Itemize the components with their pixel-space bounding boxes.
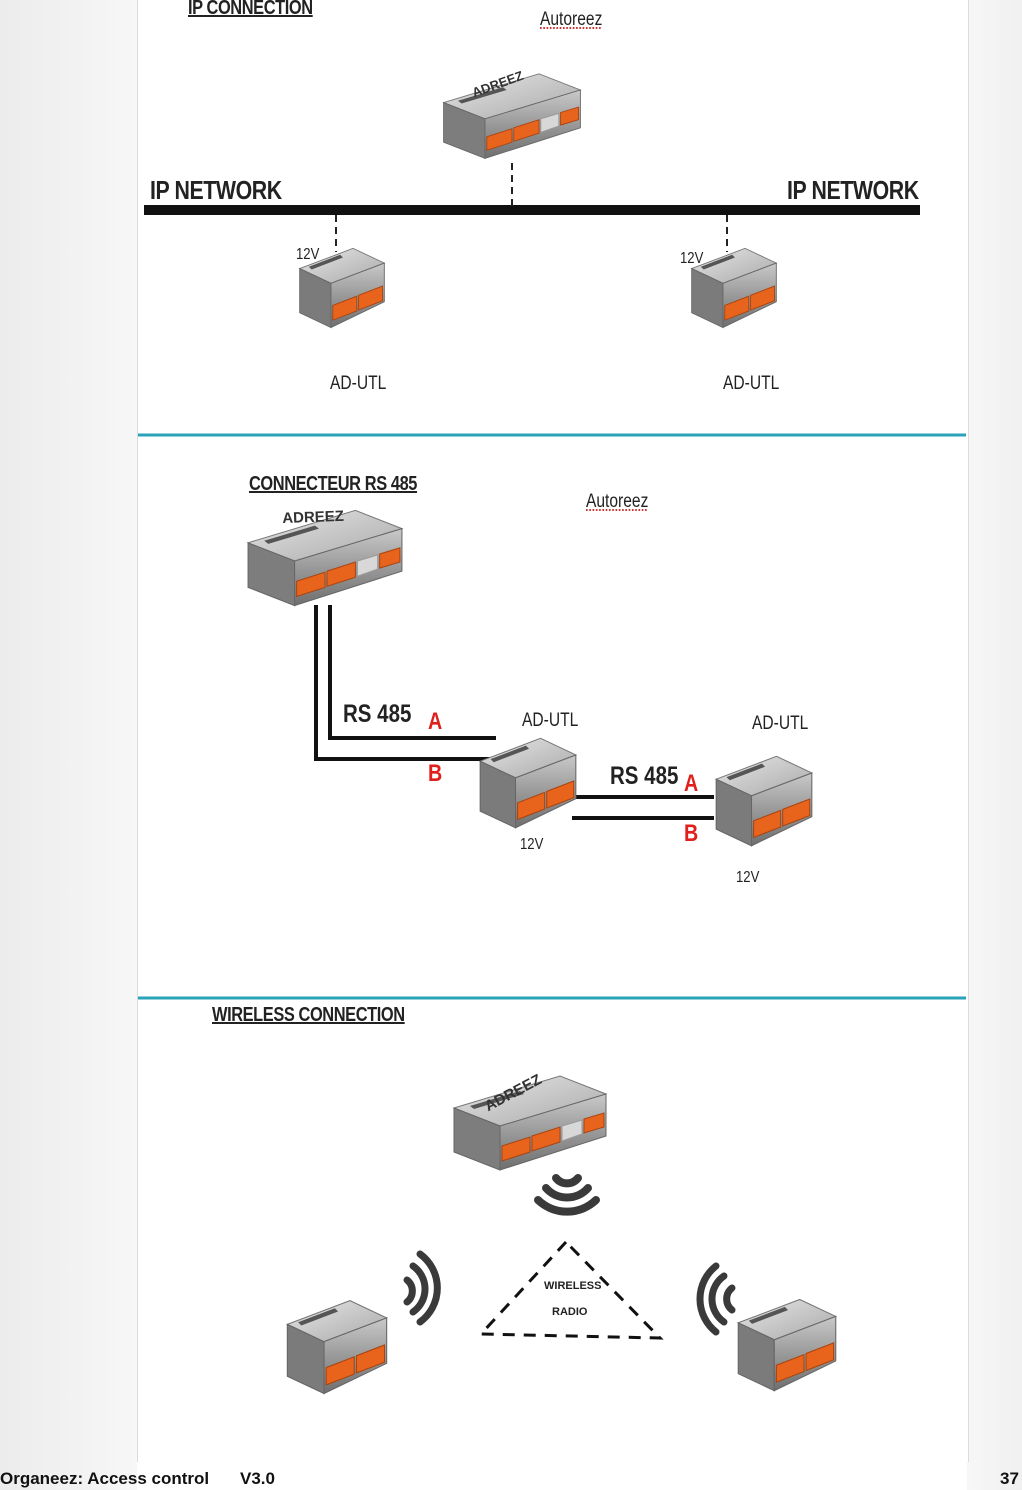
reader-module — [737, 1298, 837, 1392]
section-title-rs485: CONNECTEUR RS 485 — [249, 473, 418, 495]
line-b-label: B — [684, 820, 699, 847]
ip-network-label-left: IP NETWORK — [150, 175, 282, 205]
footer-version: V3.0 — [240, 1469, 275, 1488]
wireless-radio-label: WIRELESS — [544, 1280, 602, 1292]
voltage-label: 12V — [680, 250, 704, 267]
device-label: AD-UTL — [330, 373, 387, 394]
brand-label: Autoreez — [586, 491, 649, 512]
reader-module — [286, 1300, 388, 1395]
line-a-label: A — [428, 708, 443, 735]
wireless-radio-triangle — [477, 1239, 664, 1340]
ip-network-label-right: IP NETWORK — [787, 175, 919, 205]
device-label: AD-UTL — [723, 373, 780, 394]
line-a-label: A — [684, 770, 699, 797]
voltage-label: 12V — [520, 836, 544, 853]
device-label: AD-UTL — [752, 713, 809, 734]
brand-label: Autoreez — [540, 9, 603, 30]
page-number: 37 — [1000, 1469, 1019, 1488]
reader-module — [715, 755, 813, 847]
wifi-signal-icon — [403, 1250, 441, 1326]
reader-module — [479, 737, 577, 829]
rs485-label: RS 485 — [343, 700, 412, 728]
device-label: AD-UTL — [522, 710, 579, 731]
voltage-label: 12V — [296, 246, 320, 263]
ip-network-bus — [144, 205, 920, 215]
rs485-wiring-1 — [314, 605, 496, 761]
line-b-label: B — [428, 760, 443, 787]
wireless-radio-label: RADIO — [552, 1306, 588, 1318]
document-page — [137, 0, 969, 1462]
reader-module — [691, 247, 777, 328]
footer-doc-title: Organeez: Access control — [0, 1469, 210, 1488]
device-logo: ADREEZ — [282, 507, 345, 527]
wifi-signal-icon — [696, 1262, 736, 1336]
rs485-label: RS 485 — [610, 762, 679, 790]
rs485-wiring-2 — [572, 795, 714, 820]
voltage-label: 12V — [736, 869, 760, 886]
wifi-signal-icon — [534, 1174, 600, 1216]
section-title-ip: IP CONNECTION — [188, 0, 313, 19]
section-title-wireless: WIRELESS CONNECTION — [212, 1004, 405, 1026]
